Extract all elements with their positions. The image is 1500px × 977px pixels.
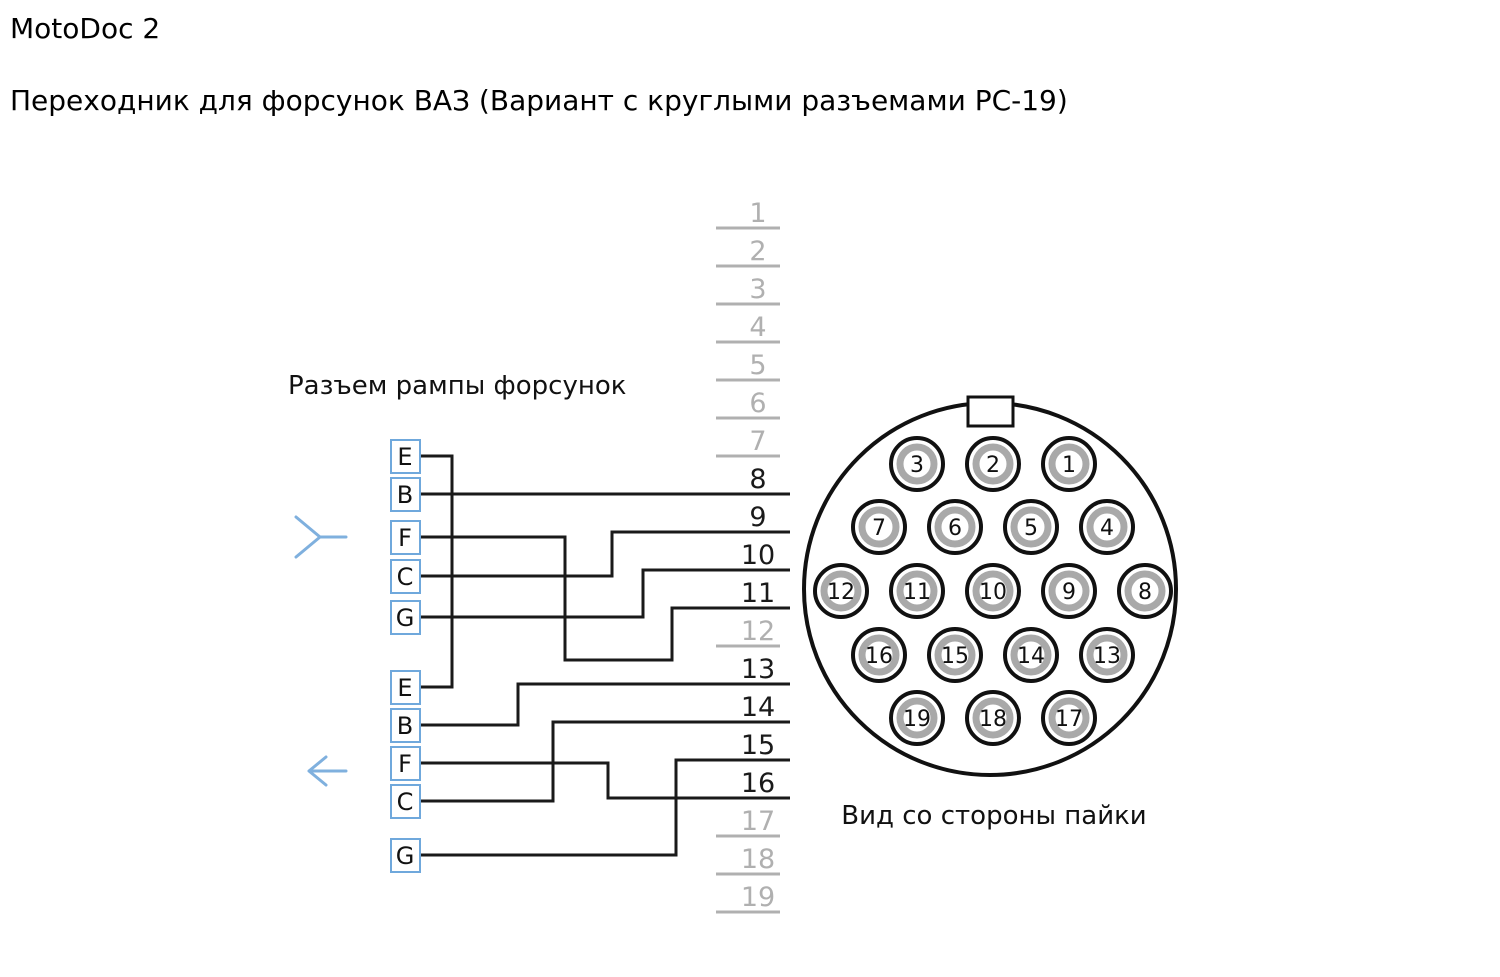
connector-pin-5-label: 5 — [1024, 516, 1038, 541]
connector-pin-3-label: 3 — [910, 453, 924, 478]
connector-pin-2-label: 2 — [986, 453, 1000, 478]
rail-top-pin-g: G — [390, 600, 421, 635]
rail-top-pin-c: C — [390, 559, 421, 594]
connector-pin-9-label: 9 — [1062, 580, 1076, 605]
wire-bottom-f-16 — [420, 761, 790, 800]
connector-pin-4: 4 — [1079, 499, 1135, 555]
connector-key-notch — [966, 395, 1015, 428]
solder-view-label: Вид со стороны пайки — [841, 801, 1146, 831]
wire-top-f-11 — [420, 535, 790, 662]
rail-bottom-pin-b: B — [390, 708, 421, 743]
bus-number-11: 11 — [741, 578, 775, 609]
left-arrow-icon — [307, 755, 348, 787]
bus-number-17: 17 — [741, 806, 775, 837]
bus-number-4: 4 — [749, 312, 766, 343]
rail-top-pin-f-label: F — [398, 524, 412, 552]
connector-pin-15-label: 15 — [941, 644, 969, 669]
rail-bottom-pin-c: C — [390, 784, 421, 819]
bus-number-3: 3 — [749, 274, 766, 305]
connector-pin-11: 11 — [889, 563, 945, 619]
connector-pin-7: 7 — [851, 499, 907, 555]
bus-number-5: 5 — [749, 350, 766, 381]
rail-bottom-pin-e: E — [390, 670, 421, 705]
branch-arrow-icon — [294, 515, 348, 559]
connector-pin-3: 3 — [889, 436, 945, 492]
rail-top-pin-f: F — [390, 520, 421, 555]
rail-top-pin-b: B — [390, 477, 421, 512]
bus-number-9: 9 — [749, 502, 766, 533]
connector-pin-14-label: 14 — [1017, 644, 1045, 669]
connector-pin-18-label: 18 — [979, 707, 1007, 732]
rail-top-pin-g-label: G — [396, 604, 415, 632]
diagram-title: Переходник для форсунок ВАЗ (Вариант с к… — [10, 84, 1068, 117]
connector-pin-19: 19 — [889, 690, 945, 746]
rail-top-pin-b-label: B — [397, 481, 413, 509]
rail-bottom-pin-f-label: F — [398, 750, 412, 778]
bus-number-7: 7 — [749, 426, 766, 457]
connector-pin-1-label: 1 — [1062, 453, 1076, 478]
rail-bottom-pin-f: F — [390, 746, 421, 781]
wire-bottom-g-15 — [420, 758, 790, 857]
bus-number-8: 8 — [749, 464, 766, 495]
rail-top-pin-c-label: C — [397, 563, 414, 591]
connector-pin-6-label: 6 — [948, 516, 962, 541]
bus-number-15: 15 — [741, 730, 775, 761]
connector-pin-1: 1 — [1041, 436, 1097, 492]
rail-connector-label: Разъем рампы форсунок — [288, 371, 626, 401]
bus-number-2: 2 — [749, 236, 766, 267]
wire-bottom-b-13 — [420, 682, 790, 727]
connector-pin-18: 18 — [965, 690, 1021, 746]
bus-number-12: 12 — [741, 616, 775, 647]
rail-top-pin-e-label: E — [397, 443, 412, 471]
connector-pin-12-label: 12 — [827, 580, 855, 605]
wire-top-g-10 — [420, 568, 790, 619]
bus-number-13: 13 — [741, 654, 775, 685]
connector-pin-9: 9 — [1041, 563, 1097, 619]
connector-pin-19-label: 19 — [903, 707, 931, 732]
bus-number-19: 19 — [741, 882, 775, 913]
connector-pin-13-label: 13 — [1093, 644, 1121, 669]
connector-pin-8-label: 8 — [1138, 580, 1152, 605]
bus-number-16: 16 — [741, 768, 775, 799]
wire-top-c-9 — [420, 530, 790, 578]
connector-pin-7-label: 7 — [872, 516, 886, 541]
bus-number-1: 1 — [749, 198, 766, 229]
connector-pin-16-label: 16 — [865, 644, 893, 669]
rail-bottom-pin-c-label: C — [397, 788, 414, 816]
app-title: MotoDoc 2 — [10, 12, 161, 45]
connector-pin-13: 13 — [1079, 627, 1135, 683]
connector-pin-4-label: 4 — [1100, 516, 1114, 541]
rail-bottom-pin-b-label: B — [397, 712, 413, 740]
connector-pin-2: 2 — [965, 436, 1021, 492]
connector-pin-10: 10 — [965, 563, 1021, 619]
rail-bottom-pin-g-label: G — [396, 842, 415, 870]
rail-bottom-pin-g: G — [390, 838, 421, 873]
connector-pin-14: 14 — [1003, 627, 1059, 683]
rail-bottom-pin-e-label: E — [397, 674, 412, 702]
connector-pin-17: 17 — [1041, 690, 1097, 746]
connector-pin-16: 16 — [851, 627, 907, 683]
connector-pin-6: 6 — [927, 499, 983, 555]
round-connector: 3 2 1 7 6 5 — [802, 395, 1178, 777]
bus-number-10: 10 — [741, 540, 775, 571]
wire-e-tie — [420, 454, 454, 689]
bus-number-14: 14 — [741, 692, 775, 723]
connector-pin-15: 15 — [927, 627, 983, 683]
connector-pin-10-label: 10 — [979, 580, 1007, 605]
connector-pin-8: 8 — [1117, 563, 1173, 619]
rail-top-pin-e: E — [390, 439, 421, 474]
connector-pin-12: 12 — [813, 563, 869, 619]
bus-number-18: 18 — [741, 844, 775, 875]
connector-pin-17-label: 17 — [1055, 707, 1083, 732]
bus-number-6: 6 — [749, 388, 766, 419]
connector-pin-5: 5 — [1003, 499, 1059, 555]
connector-pin-11-label: 11 — [903, 580, 931, 605]
